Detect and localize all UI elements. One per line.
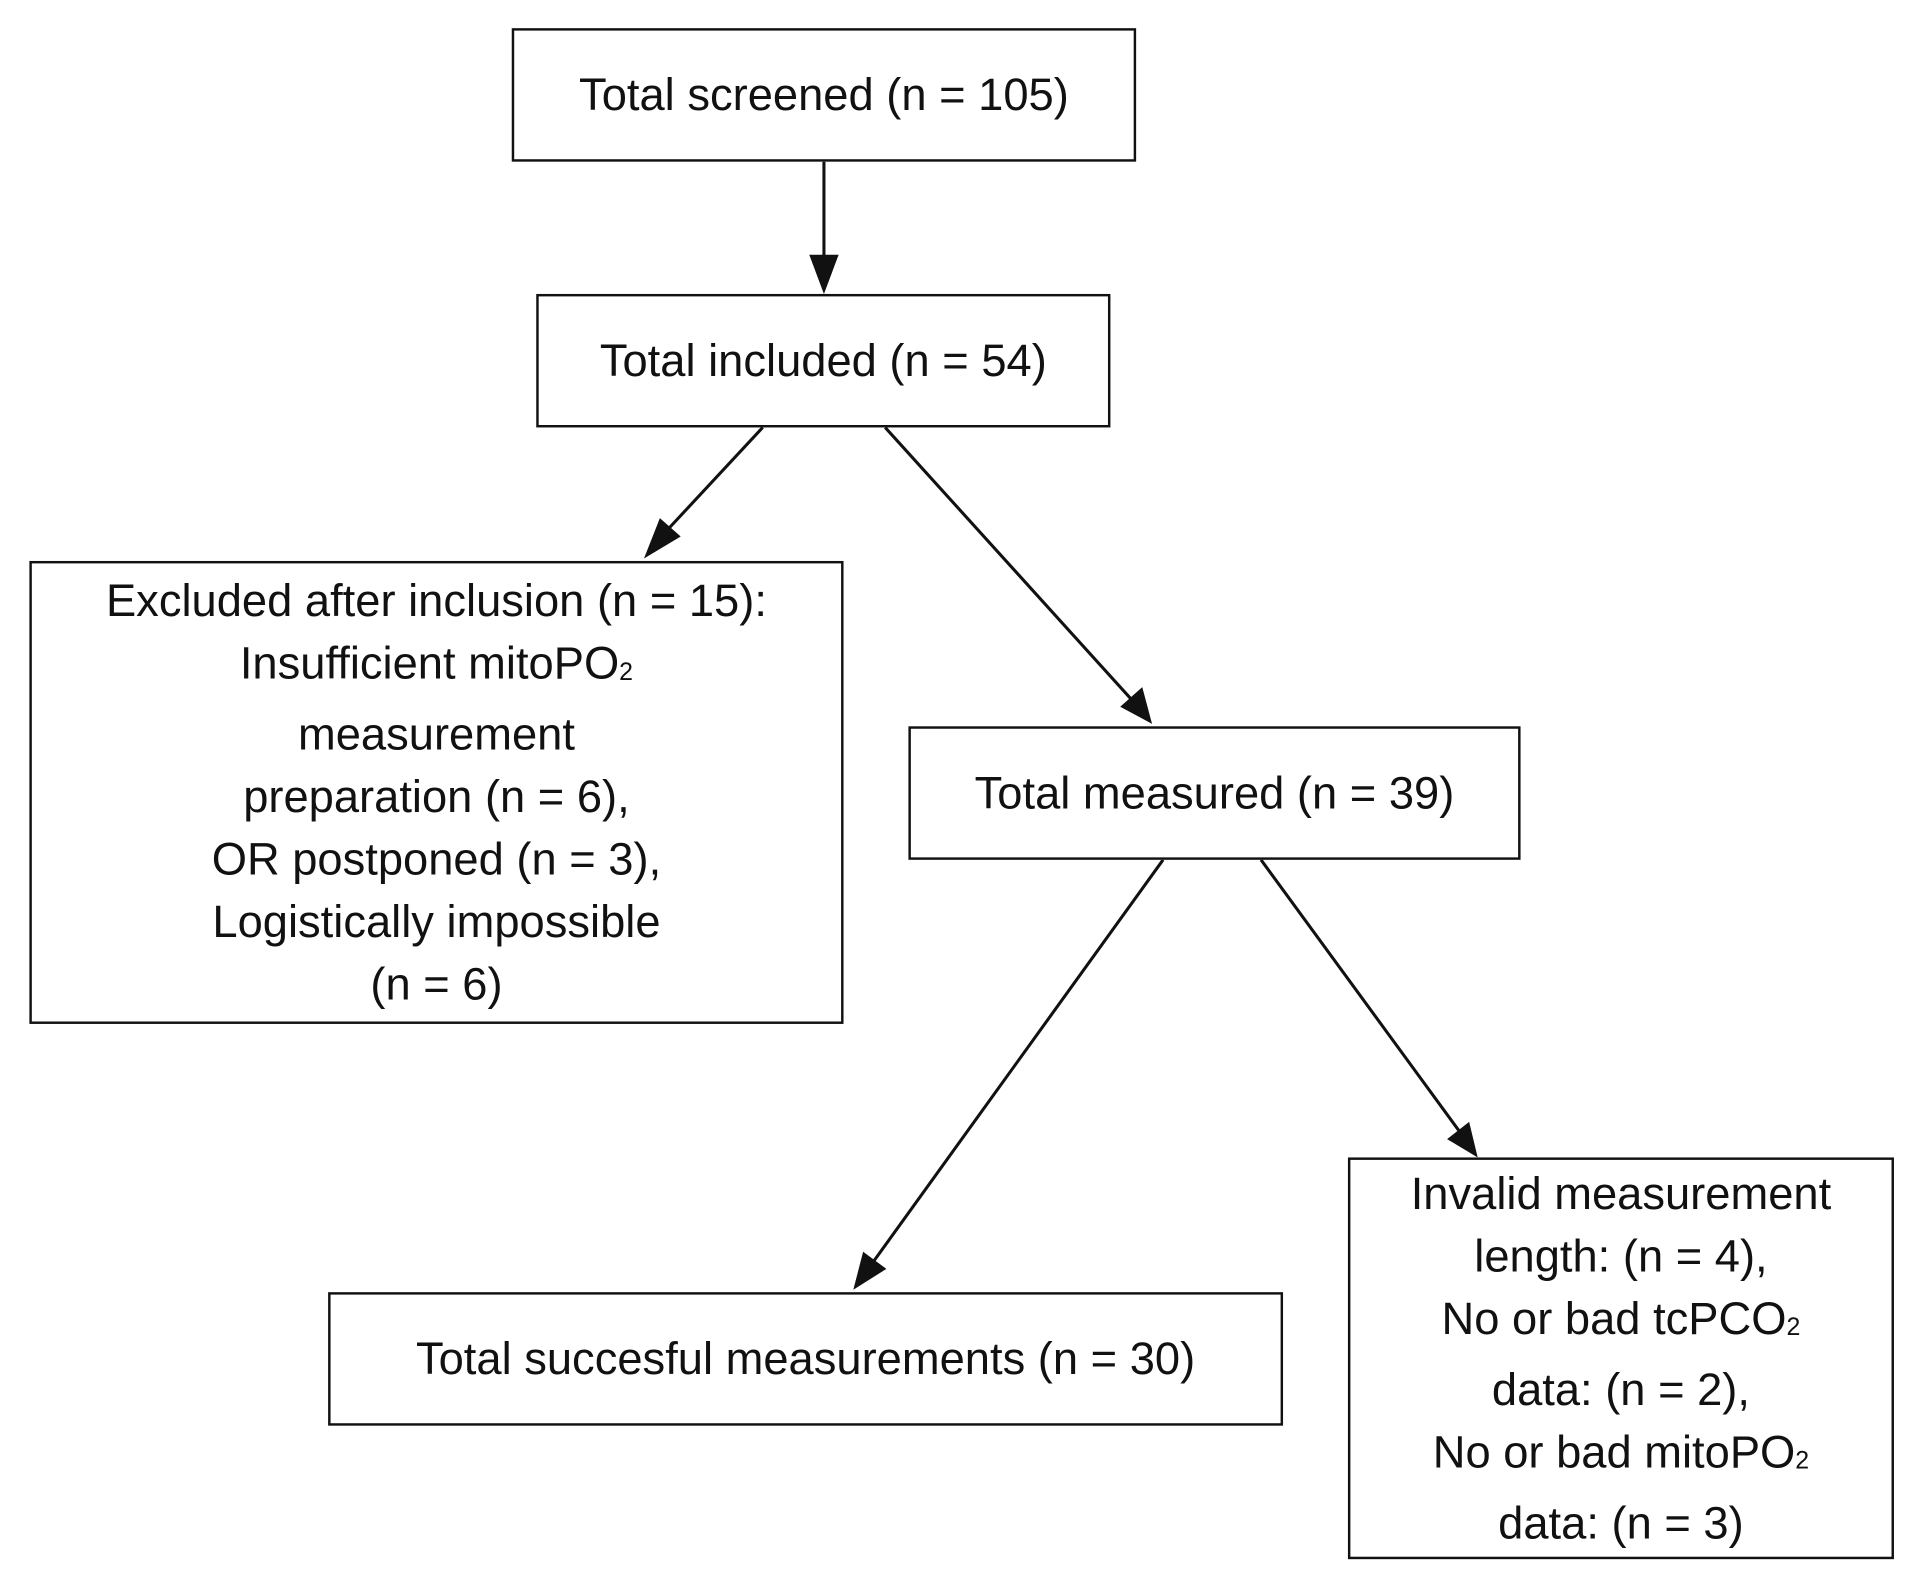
invalid-line-1: Invalid measurement bbox=[1410, 1168, 1832, 1219]
arrowhead-measured-to-successful bbox=[853, 1251, 887, 1290]
arrow-included-to-excluded bbox=[662, 426, 764, 536]
excluded-line-3: measurement bbox=[297, 709, 575, 760]
excluded-line-4: preparation (n = 6), bbox=[243, 771, 630, 822]
excluded-line-6: Logistically impossible bbox=[212, 896, 661, 947]
arrow-included-to-measured bbox=[884, 426, 1134, 702]
arrow-measured-to-invalid bbox=[1259, 858, 1462, 1134]
node-invalid-measurements: Invalid measurement length: (n = 4), No … bbox=[1347, 1157, 1894, 1560]
node-total-screened-label: Total screened (n = 105) bbox=[579, 69, 1069, 121]
invalid-line-4: data: (n = 2), bbox=[1491, 1364, 1750, 1415]
arrowhead-screened-to-included bbox=[809, 254, 839, 294]
node-total-measured-label: Total measured (n = 39) bbox=[974, 767, 1455, 819]
node-total-screened: Total screened (n = 105) bbox=[511, 28, 1137, 162]
node-excluded-after-inclusion: Excluded after inclusion (n = 15): Insuf… bbox=[29, 560, 844, 1024]
excluded-line-5: OR postponed (n = 3), bbox=[211, 834, 662, 885]
node-total-included-label: Total included (n = 54) bbox=[599, 335, 1047, 386]
invalid-line-5: No or bad mitoPO2 bbox=[1432, 1426, 1810, 1478]
arrowhead-measured-to-invalid bbox=[1447, 1121, 1478, 1158]
node-total-included: Total included (n = 54) bbox=[536, 293, 1111, 428]
invalid-line-3: No or bad tcPCO2 bbox=[1441, 1293, 1801, 1344]
invalid-line-6: data: (n = 3) bbox=[1498, 1497, 1744, 1549]
node-total-successful-measurements: Total succesful measurements (n = 30) bbox=[328, 1292, 1284, 1426]
arrowhead-included-to-measured bbox=[1120, 687, 1153, 724]
arrowhead-included-to-excluded bbox=[643, 518, 681, 559]
excluded-line-1: Excluded after inclusion (n = 15): bbox=[105, 575, 767, 626]
node-total-successful-label: Total succesful measurements (n = 30) bbox=[415, 1333, 1196, 1385]
excluded-line-7: (n = 6) bbox=[370, 959, 503, 1010]
arrow-measured-to-successful bbox=[870, 858, 1165, 1265]
invalid-line-2: length: (n = 4), bbox=[1474, 1230, 1768, 1282]
node-total-measured: Total measured (n = 39) bbox=[908, 726, 1521, 860]
excluded-line-2: Insufficient mitoPO2 bbox=[239, 638, 634, 689]
